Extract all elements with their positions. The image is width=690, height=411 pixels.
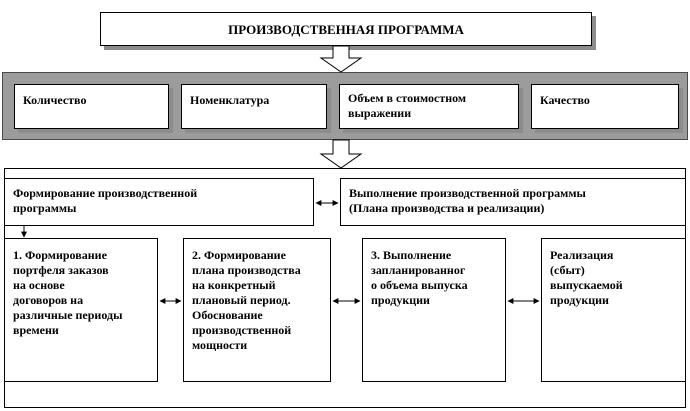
down-arrow-2-icon bbox=[319, 139, 363, 169]
step-3-label: 3. Выполнение запланированног о объема в… bbox=[371, 248, 468, 307]
program-title-box: ПРОИЗВОДСТВЕННАЯ ПРОГРАММА bbox=[100, 12, 592, 46]
step-3-box: 3. Выполнение запланированног о объема в… bbox=[362, 238, 506, 382]
step-2-label: 2. Формирование плана производства на ко… bbox=[192, 248, 301, 352]
indicator-nomenclature-label: Номенклатура bbox=[190, 93, 270, 107]
indicator-value-box: Объем в стоимостном выражении bbox=[339, 84, 519, 129]
indicator-quality-label: Качество bbox=[540, 93, 590, 107]
step-4-box: Реализация (сбыт) выпускаемой продукции bbox=[541, 238, 686, 382]
stage-execution-label: Выполнение производственной программы (П… bbox=[349, 186, 586, 215]
stage-execution-box: Выполнение производственной программы (П… bbox=[340, 178, 686, 226]
down-arrow-1-icon bbox=[319, 45, 363, 73]
indicator-quantity-label: Количество bbox=[23, 93, 87, 107]
stage-formation-box: Формирование производственной программы bbox=[4, 178, 314, 226]
step-4-label: Реализация (сбыт) выпускаемой продукции bbox=[550, 248, 623, 307]
step-2-box: 2. Формирование плана производства на ко… bbox=[183, 238, 331, 382]
program-title: ПРОИЗВОДСТВЕННАЯ ПРОГРАММА bbox=[228, 22, 464, 37]
indicator-nomenclature-box: Номенклатура bbox=[181, 84, 327, 129]
stage-formation-label: Формирование производственной программы bbox=[13, 186, 198, 215]
step-1-label: 1. Формирование портфеля заказов на осно… bbox=[13, 248, 123, 337]
indicator-value-label: Объем в стоимостном выражении bbox=[348, 91, 467, 120]
indicator-quality-box: Качество bbox=[531, 84, 679, 129]
indicator-quantity-box: Количество bbox=[14, 84, 169, 129]
step-1-box: 1. Формирование портфеля заказов на осно… bbox=[4, 238, 158, 382]
